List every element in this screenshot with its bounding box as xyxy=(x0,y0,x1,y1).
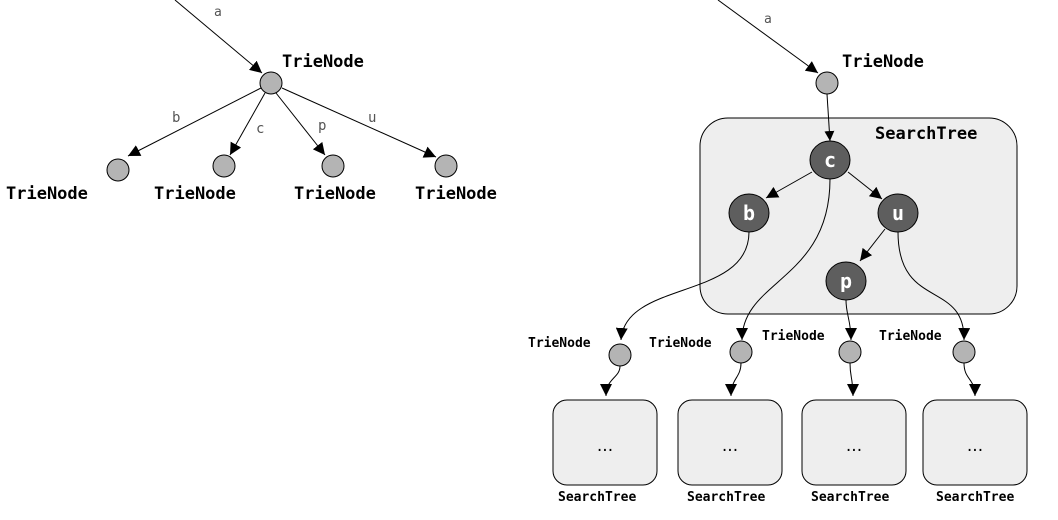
right-root-node xyxy=(815,71,839,95)
edge-c-to-u xyxy=(847,171,883,200)
subtree-label-1: SearchTree xyxy=(558,490,636,505)
child-trienode-4 xyxy=(952,340,976,364)
subtree-box-3 xyxy=(801,399,907,486)
edge-p-to-trienode-3 xyxy=(844,299,857,341)
subtree-box-2 xyxy=(677,399,783,486)
left-root-node xyxy=(259,71,283,95)
search-tree-label: SearchTree xyxy=(875,124,977,144)
inner-node-b-letter: b xyxy=(743,201,755,225)
edge-b-to-trienode-1 xyxy=(615,231,750,341)
left-edge-c xyxy=(229,92,266,156)
right-root-label: TrieNode xyxy=(842,52,924,72)
subtree-label-4: SearchTree xyxy=(936,490,1014,505)
left-child-label-p: TrieNode xyxy=(294,184,376,204)
left-trie-diagram: a TrieNode b c p u TrieNode TrieNode Tri… xyxy=(6,0,497,204)
subtree-ellipsis-2: ... xyxy=(722,436,738,456)
search-tree-box xyxy=(699,117,1018,315)
edge-u-to-p xyxy=(859,228,886,262)
left-child-node-b xyxy=(106,158,130,182)
child-trienode-2 xyxy=(729,340,753,364)
edge-root-to-c xyxy=(824,93,835,142)
subtree-ellipsis-4: ... xyxy=(967,436,983,456)
edge-c-to-b xyxy=(765,171,813,199)
edge-u-to-trienode-4 xyxy=(897,231,971,341)
left-child-label-b: TrieNode xyxy=(6,184,88,204)
left-edge-label-b: b xyxy=(172,110,180,126)
left-incoming-edge-label: a xyxy=(214,5,222,20)
left-root-label: TrieNode xyxy=(282,52,364,72)
child-trienode-label-1: TrieNode xyxy=(528,336,591,351)
child-trienode-3 xyxy=(838,340,862,364)
child-trienode-label-2: TrieNode xyxy=(649,336,712,351)
left-edge-u xyxy=(281,87,437,158)
subtree-label-2: SearchTree xyxy=(687,490,765,505)
edge-trienode-4-to-subtree xyxy=(963,362,981,397)
left-child-label-c: TrieNode xyxy=(154,184,236,204)
inner-node-u-letter: u xyxy=(892,201,904,225)
left-edge-label-c: c xyxy=(256,121,264,137)
left-edge-label-u: u xyxy=(368,110,376,126)
inner-node-p-letter: p xyxy=(840,269,852,293)
right-incoming-edge xyxy=(717,0,819,74)
left-edge-p xyxy=(275,92,326,156)
subtree-label-3: SearchTree xyxy=(811,490,889,505)
left-child-node-p xyxy=(321,154,345,178)
left-child-label-u: TrieNode xyxy=(415,184,497,204)
edge-trienode-3-to-subtree xyxy=(846,362,859,397)
inner-node-c-letter: c xyxy=(824,148,836,172)
edge-trienode-1-to-subtree xyxy=(600,365,621,397)
subtree-ellipsis-1: ... xyxy=(597,436,613,456)
right-incoming-edge-label: a xyxy=(764,12,772,27)
left-child-node-u xyxy=(434,154,458,178)
subtree-box-1 xyxy=(552,399,658,486)
edge-trienode-2-to-subtree xyxy=(725,362,742,397)
left-edge-b xyxy=(127,87,262,157)
right-trie-diagram: a TrieNode SearchTree c b u p TrieNode xyxy=(528,0,1028,505)
left-edge-label-p: p xyxy=(318,118,326,134)
edge-c-to-trienode-2 xyxy=(736,178,831,341)
subtree-box-4 xyxy=(922,399,1028,486)
subtree-ellipsis-3: ... xyxy=(846,436,862,456)
child-trienode-1 xyxy=(608,343,632,367)
child-trienode-label-3: TrieNode xyxy=(762,329,825,344)
left-child-node-c xyxy=(212,154,236,178)
left-incoming-edge xyxy=(174,0,263,74)
child-trienode-label-4: TrieNode xyxy=(879,329,942,344)
